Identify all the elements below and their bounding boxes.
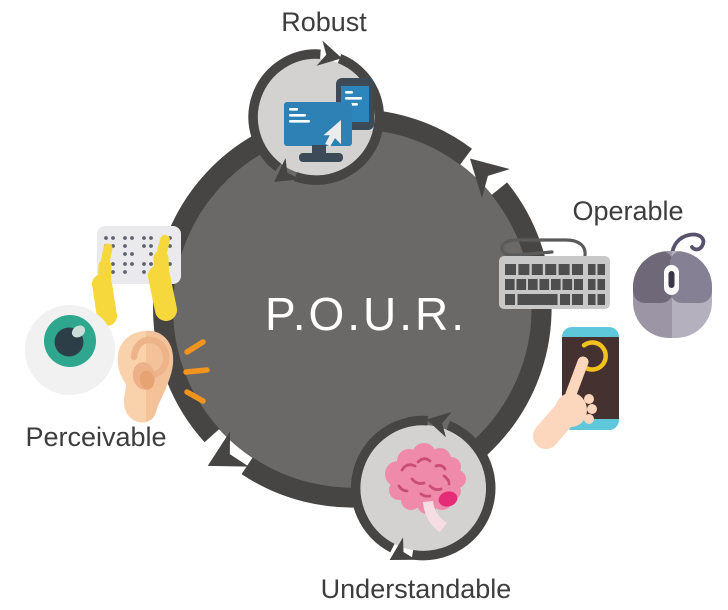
monitor-base bbox=[299, 153, 343, 162]
label-perceivable: Perceivable bbox=[25, 422, 166, 452]
label-understandable: Understandable bbox=[321, 574, 512, 604]
cycle-arrow-icon bbox=[316, 40, 342, 66]
cycle-arrow-icon bbox=[469, 158, 510, 198]
keyboard-icon bbox=[499, 256, 610, 309]
main-circle bbox=[172, 128, 532, 488]
ear-canal bbox=[139, 370, 155, 390]
hand-index-finger bbox=[565, 356, 589, 400]
brain-icon bbox=[385, 443, 466, 532]
keyboard-keys bbox=[505, 264, 605, 305]
sound-waves-icon bbox=[183, 339, 210, 404]
ear-icon bbox=[117, 330, 174, 423]
brain-stem bbox=[423, 501, 447, 532]
hand-knuckle bbox=[587, 404, 597, 414]
monitor-neck bbox=[312, 145, 326, 155]
screen-text-line bbox=[345, 91, 353, 94]
eye-highlight bbox=[71, 325, 86, 338]
cycle-arrow-icon bbox=[207, 431, 249, 467]
brain-folds bbox=[397, 457, 451, 498]
ear-helix bbox=[130, 336, 170, 378]
main-cycle: P.O.U.R. bbox=[153, 109, 552, 508]
screen-text-line bbox=[289, 108, 298, 111]
mouse-icon bbox=[633, 232, 712, 338]
mouse-cord bbox=[670, 232, 706, 259]
robust-ring-arc bbox=[248, 49, 321, 172]
robust-node bbox=[248, 40, 384, 185]
understandable-ring-arc bbox=[411, 420, 496, 561]
robust-ring-arc bbox=[293, 54, 384, 185]
reading-hands-icon bbox=[92, 235, 177, 326]
center-title: P.O.U.R. bbox=[265, 288, 467, 340]
screen-text-line bbox=[289, 120, 310, 123]
cursor-arrow-icon bbox=[323, 120, 341, 147]
keyboard-cable bbox=[500, 238, 587, 257]
label-operable: Operable bbox=[572, 196, 683, 226]
understandable-node bbox=[350, 412, 496, 561]
screen-text-line bbox=[345, 97, 362, 100]
screen-text-line bbox=[289, 114, 306, 117]
pointing-hand-icon bbox=[533, 356, 597, 449]
desktop-and-smartphone-icon bbox=[284, 78, 374, 162]
hand-knuckle bbox=[584, 394, 594, 404]
hand-knuckle bbox=[584, 414, 594, 424]
cycle-arrow-icon bbox=[274, 158, 301, 182]
hand-fist bbox=[555, 393, 587, 427]
eye-icon bbox=[25, 305, 115, 395]
perceivable-icons bbox=[25, 226, 210, 423]
label-robust: Robust bbox=[281, 7, 367, 37]
operable-icons bbox=[499, 232, 712, 449]
cycle-arrow-icon bbox=[426, 412, 452, 438]
touch-gesture-icon bbox=[581, 340, 608, 372]
cycle-arrow-icon bbox=[389, 537, 417, 560]
mouse-wheel-slot bbox=[668, 271, 675, 288]
braille-keyboard-icon bbox=[92, 226, 181, 326]
brain-lobe-accent bbox=[438, 491, 458, 507]
understandable-ring-arc bbox=[350, 415, 429, 553]
